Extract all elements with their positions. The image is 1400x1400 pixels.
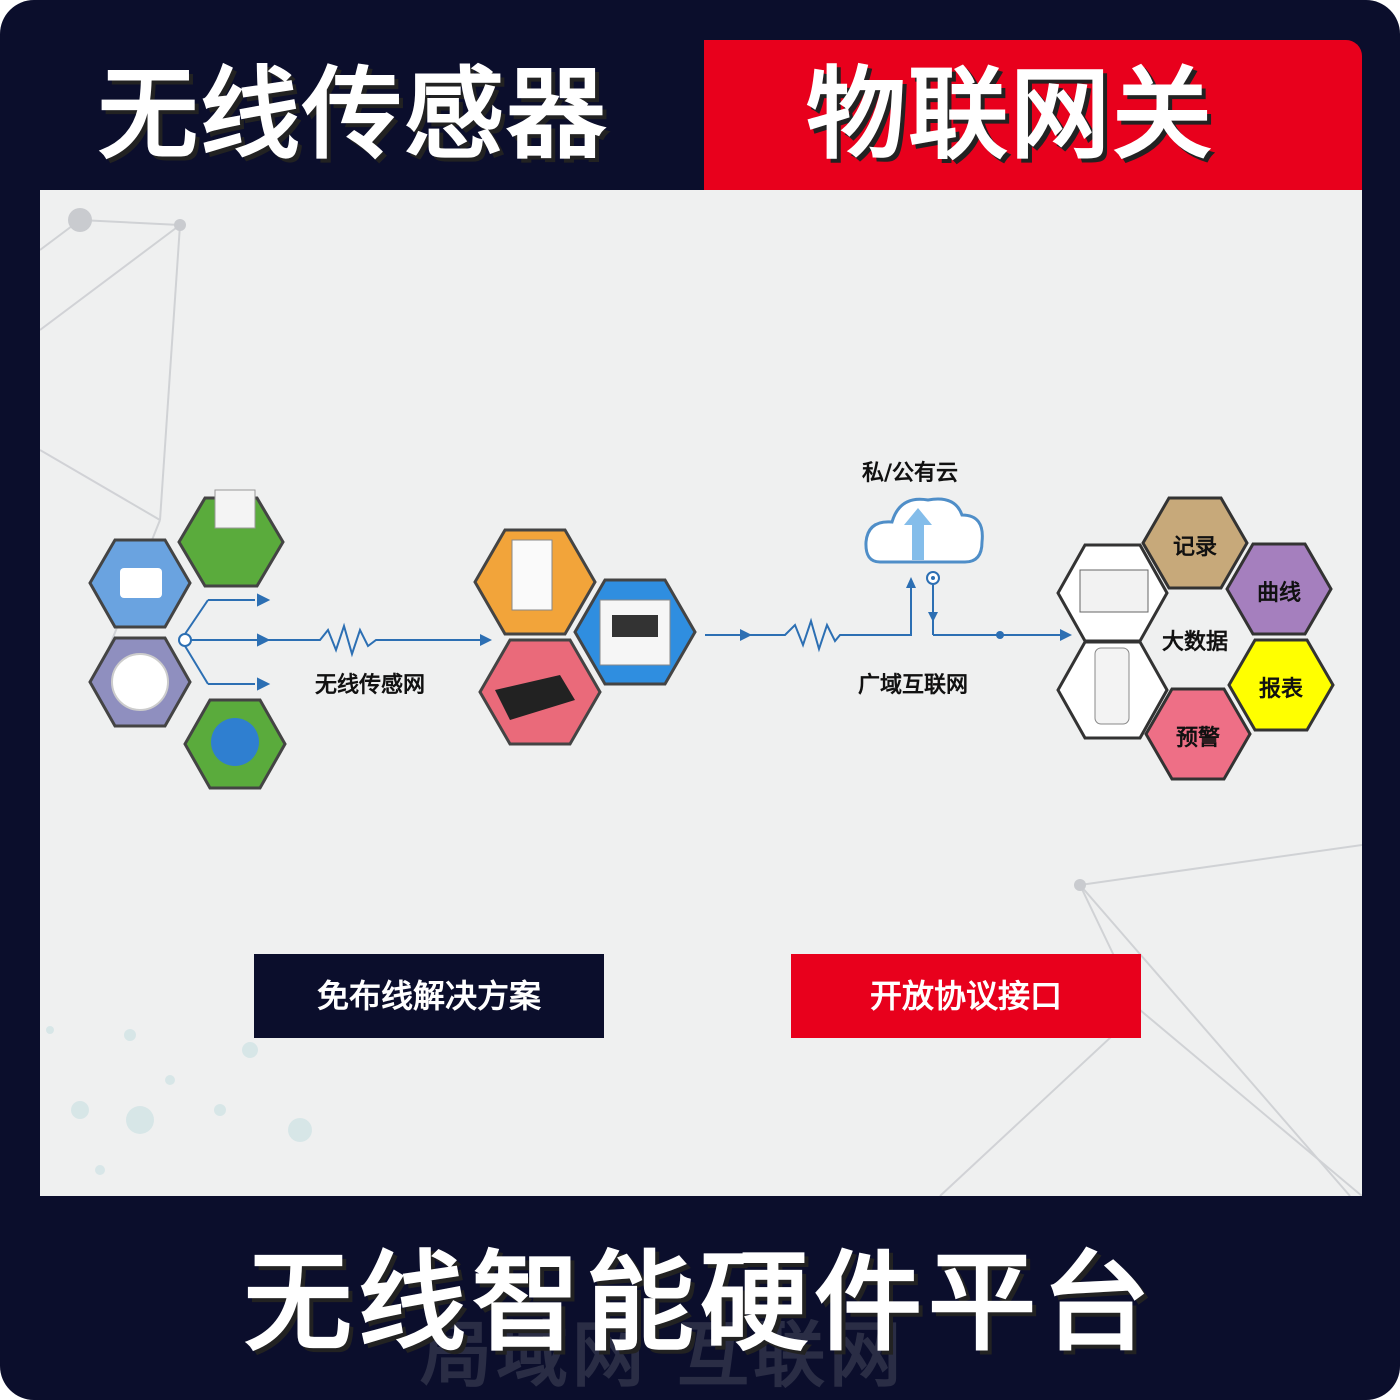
wan-line: [705, 585, 1060, 653]
cloud-label: 私/公有云: [862, 461, 959, 486]
sensor-hexagons: [88, 489, 287, 790]
background-dot-cluster: [46, 1026, 312, 1175]
header-left-title: 无线传感器: [98, 56, 608, 173]
footer: 局域网 互联网 无线智能硬件平台: [0, 1196, 1400, 1400]
gateway-hexagons: [473, 528, 697, 746]
sensor-network-line: [262, 622, 480, 658]
function-record: 记录: [1172, 535, 1217, 560]
header-right-title: 物联网关: [806, 56, 1214, 173]
open-protocol-button[interactable]: 开放协议接口: [791, 954, 1141, 1038]
diagram-panel: 无线传感网 私/公有云 广域互联网 大数据 记录 曲线 报表 预警 免布线解决方…: [40, 190, 1362, 1196]
function-report: 报表: [1258, 677, 1303, 702]
wan-label: 广域互联网: [858, 673, 969, 698]
sensor-network-label: 无线传感网: [315, 673, 426, 698]
wireless-solution-button[interactable]: 免布线解决方案: [254, 954, 604, 1038]
function-alert: 预警: [1175, 726, 1220, 751]
diagram-graphics: [40, 208, 1362, 1196]
background-network-nodes: [68, 208, 1086, 891]
footer-ghost-text: 局域网 互联网: [420, 1313, 906, 1397]
big-data-label: 大数据: [1162, 630, 1229, 655]
cloud-icon: [864, 497, 984, 564]
header-right-banner: 物联网关: [704, 40, 1362, 190]
function-curve: 曲线: [1256, 581, 1301, 606]
sensor-connectors: [178, 593, 271, 691]
background-network-decoration: [40, 219, 1362, 1196]
header-left-banner: 无线传感器: [40, 40, 704, 190]
footer-title: 无线智能硬件平台: [243, 1241, 1156, 1366]
application-hexagons: [1056, 496, 1335, 781]
